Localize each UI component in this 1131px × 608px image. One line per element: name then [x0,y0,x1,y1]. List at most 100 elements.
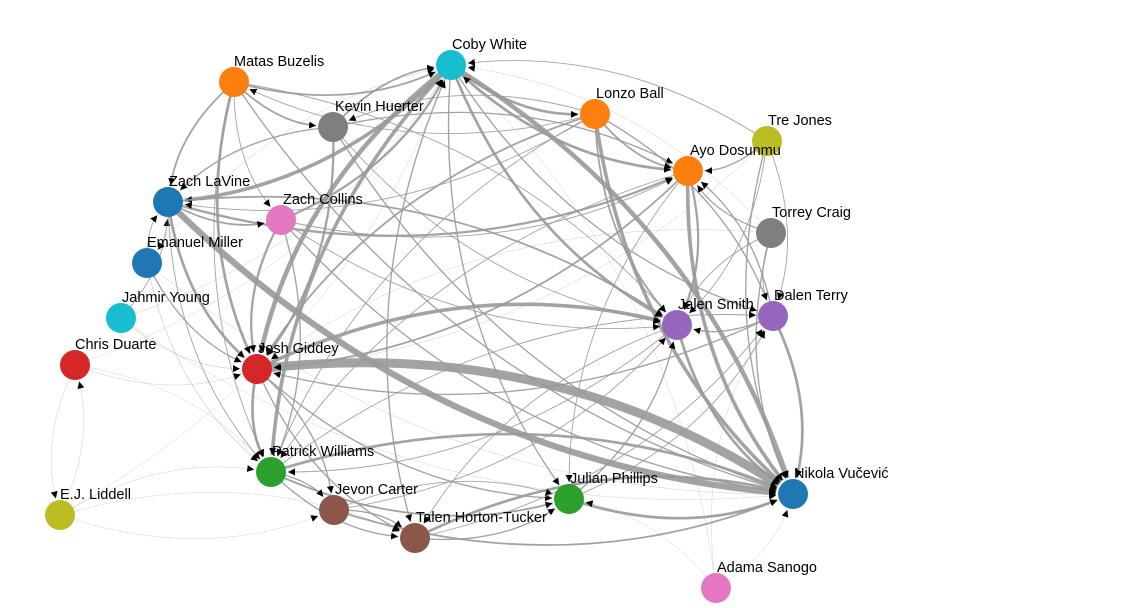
edge-torrey-to-giddey [270,229,772,360]
edge-lavine-to-patrick [167,201,261,460]
edge-collins-to-ayo [280,178,674,238]
node-jahmir[interactable] [106,303,136,333]
node-trejones[interactable] [752,126,782,156]
edge-coby-to-ayo [450,64,672,173]
edge-lavine-to-nikola [165,199,777,496]
node-jevon[interactable] [319,495,349,525]
node-label-torrey: Torrey Craig [772,205,851,221]
edge-emanuel-to-coby [146,67,435,264]
edge-collins-to-nikola [280,219,777,494]
edge-lavine-to-giddey [166,201,246,359]
node-talen[interactable] [400,523,430,553]
node-lavine[interactable] [153,187,183,217]
edge-ayo-to-giddey [273,170,689,371]
node-label-duarte: Chris Duarte [75,337,156,353]
node-lonzo[interactable] [580,99,610,129]
edge-lonzo-to-kevin [348,94,596,121]
nodes-layer [45,50,808,603]
edge-liddell-to-duarte [59,381,85,516]
node-label-trejones: Tre Jones [768,113,832,129]
edge-matas-to-jalen [233,81,667,313]
edge-talen-to-julian [414,507,556,541]
edge-liddell-to-patrick [59,465,255,516]
edge-talen-to-dalen [414,329,763,539]
node-label-kevin: Kevin Huerter [335,99,424,115]
edge-adama-to-nikola [715,509,789,589]
node-adama[interactable] [701,573,731,603]
edge-liddell-to-jevon [59,514,319,539]
edge-collins-to-jalen [280,219,661,331]
node-label-jevon: Jevon Carter [335,482,418,498]
edge-emanuel-to-giddey [146,262,242,363]
edge-emanuel-to-patrick [146,262,259,462]
edge-duarte-to-liddell [50,364,76,499]
edge-dalen-to-nikola [771,315,804,478]
edge-jalen-to-patrick [287,324,678,476]
node-label-talen: Talen Horton-Tucker [416,510,547,526]
node-label-liddell: E.J. Liddell [60,487,131,503]
edge-jevon-to-julian [333,480,553,511]
node-kevin[interactable] [318,112,348,142]
node-emanuel[interactable] [132,248,162,278]
node-ayo[interactable] [673,156,703,186]
edges-layer [50,58,804,589]
edge-lonzo-to-jalen [594,113,667,313]
edge-lavine-to-jalen [167,195,664,317]
edge-coby-to-giddey [258,63,453,353]
edge-matas-to-nikola [233,81,777,491]
edge-patrick-to-julian [270,471,553,517]
edge-giddey-to-jalen [256,302,661,371]
edge-emanuel-to-nikola [146,262,777,498]
edge-jalen-to-talen [423,324,678,524]
node-matas[interactable] [219,67,249,97]
edge-jalen-to-nikola [675,324,780,486]
edge-trejones-to-jalen [688,140,768,314]
edge-lonzo-to-patrick [276,113,596,457]
node-label-ayo: Ayo Dosunmu [690,143,781,159]
edge-jahmir-to-coby [120,79,442,319]
edge-kevin-to-nikola [332,126,778,490]
edge-trejones-to-coby [467,58,768,142]
edge-ayo-to-nikola [685,170,785,482]
node-nikola[interactable] [778,479,808,509]
node-coby[interactable] [436,50,466,80]
node-dalen[interactable] [758,301,788,331]
edge-coby-to-julian [447,64,560,486]
edge-coby-to-lavine [184,63,453,203]
node-duarte[interactable] [60,350,90,380]
node-label-matas: Matas Buzelis [234,54,324,70]
edge-duarte-to-coby [74,79,443,366]
edge-trejones-to-giddey [273,140,768,371]
node-julian[interactable] [554,484,584,514]
node-giddey[interactable] [242,354,272,384]
edge-dalen-to-ayo [700,181,774,317]
edge-collins-to-patrick [276,219,301,457]
node-patrick[interactable] [256,457,286,487]
edge-jahmir-to-nikola [120,317,777,500]
edge-lonzo-to-dalen [594,113,768,301]
edge-ayo-to-patrick [280,170,689,459]
edge-coby-to-jalen [449,64,663,318]
node-liddell[interactable] [45,500,75,530]
node-collins[interactable] [266,205,296,235]
edge-trejones-to-dalen [766,140,789,300]
edge-matas-to-coby [233,71,436,96]
node-torrey[interactable] [756,218,786,248]
edge-torrey-to-coby [467,64,772,234]
edge-giddey-to-julian [256,368,553,502]
edge-collins-to-giddey [249,219,282,353]
node-label-patrick: Patrick Williams [272,444,374,460]
edge-lonzo-to-matas [249,88,596,134]
edge-adama-to-dalen [711,330,765,589]
edge-patrick-to-nikola [270,432,778,489]
edge-liddell-to-coby [59,80,446,516]
node-jalen[interactable] [662,310,692,340]
node-label-jalen: Jalen Smith [678,297,754,313]
edge-ayo-to-julian [565,170,689,483]
node-label-lonzo: Lonzo Ball [596,86,664,102]
edge-matas-to-collins [233,81,271,207]
edge-giddey-to-jevon [256,368,334,494]
edge-coby-to-lonzo [450,63,579,118]
